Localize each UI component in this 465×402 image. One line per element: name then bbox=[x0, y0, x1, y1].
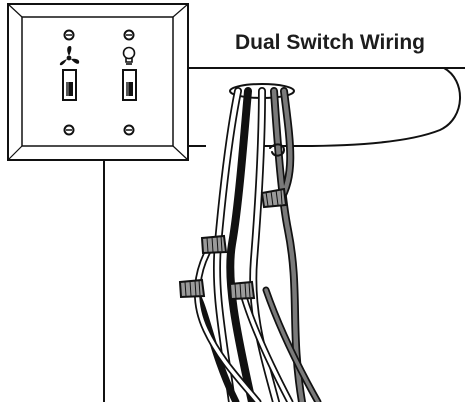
diagram-title: Dual Switch Wiring bbox=[235, 31, 425, 54]
ceiling-outline bbox=[159, 67, 465, 147]
wire-nut bbox=[200, 234, 228, 255]
screw-icon bbox=[63, 124, 75, 136]
fan-icon bbox=[59, 46, 80, 66]
gray-wire bbox=[264, 288, 320, 402]
wire-nut bbox=[228, 280, 256, 301]
black-wire bbox=[228, 88, 255, 402]
light-toggle-switch bbox=[122, 69, 137, 101]
white-wire bbox=[240, 288, 292, 402]
switch-plate bbox=[7, 3, 189, 161]
screw-icon bbox=[123, 29, 135, 41]
wire-nut bbox=[178, 278, 206, 299]
screw-icon bbox=[123, 124, 135, 136]
screw-icon bbox=[63, 29, 75, 41]
ground-coil bbox=[269, 143, 285, 157]
wire-nut bbox=[260, 187, 288, 209]
fan-toggle-switch bbox=[62, 69, 77, 101]
light-bulb-icon bbox=[122, 46, 136, 65]
gray-wire bbox=[271, 88, 305, 402]
white-wire bbox=[195, 242, 260, 402]
